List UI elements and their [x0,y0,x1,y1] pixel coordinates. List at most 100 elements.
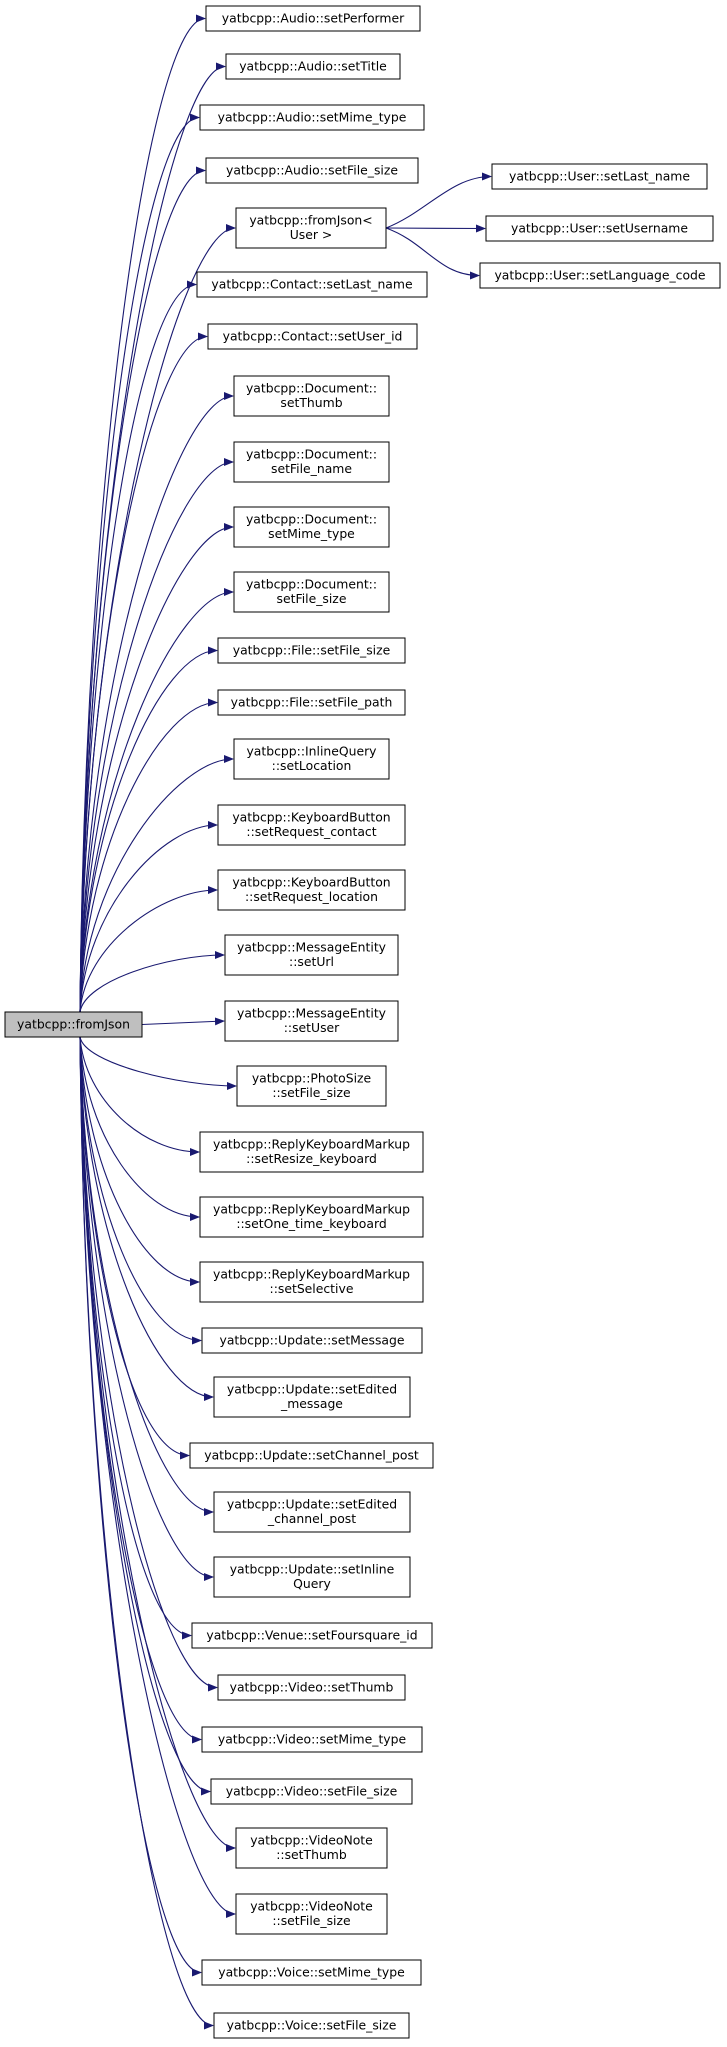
function-node-box [196,271,428,298]
function-node[interactable]: yatbcpp::Video::setMime_type [201,1726,423,1753]
node-label: ::setSelective [270,1281,354,1296]
function-node[interactable]: yatbcpp::Voice::setFile_size [213,2012,410,2039]
function-node[interactable]: yatbcpp::MessageEntity::setUser [224,1000,399,1042]
function-node[interactable]: yatbcpp::ReplyKeyboardMarkup::setResize_… [199,1131,424,1173]
call-edge [79,1036,214,1516]
function-node[interactable]: yatbcpp::KeyboardButton::setRequest_cont… [217,804,406,846]
function-node-box [201,1327,423,1354]
function-node[interactable]: yatbcpp::User::setUsername [485,215,714,242]
node-label: ::setUrl [289,954,334,969]
node-label: yatbcpp::fromJson [17,1016,130,1031]
root-node[interactable]: yatbcpp::fromJson [4,1011,143,1038]
node-label: yatbcpp::Audio::setFile_size [226,162,398,177]
function-node-box [217,1674,406,1701]
edges-layer [79,14,492,2030]
call-edge [79,166,206,1013]
function-node[interactable]: yatbcpp::Document::setMime_type [233,506,390,548]
function-node-box [235,207,387,249]
function-node[interactable]: yatbcpp::Contact::setUser_id [207,323,418,350]
node-label: yatbcpp::Audio::setTitle [239,58,387,73]
node-label: yatbcpp::Voice::setMime_type [218,1964,405,1979]
function-node-box [213,1556,411,1598]
call-edge [79,588,234,1013]
call-edge [79,1036,236,1852]
function-node-box [213,2012,410,2039]
function-node[interactable]: yatbcpp::VideoNote::setThumb [235,1827,388,1869]
node-label: ::setLocation [272,758,352,773]
node-label: yatbcpp::Update::setInline [230,1562,395,1577]
function-node[interactable]: yatbcpp::Video::setThumb [217,1674,406,1701]
call-edge [79,392,234,1013]
function-node-box [199,1261,424,1303]
node-label: yatbcpp::Video::setFile_size [226,1783,398,1798]
function-node[interactable]: yatbcpp::User::setLanguage_code [479,262,721,289]
function-node[interactable]: yatbcpp::Audio::setFile_size [205,157,419,184]
function-node[interactable]: yatbcpp::Update::setChannel_post [189,1442,434,1469]
node-label: yatbcpp::Video::setThumb [230,1679,394,1694]
function-node-box [491,163,708,190]
node-label: Query [293,1576,331,1591]
function-node-box [233,441,390,483]
node-label: yatbcpp::Audio::setPerformer [222,10,405,25]
function-node[interactable]: yatbcpp::Document::setFile_name [233,441,390,483]
function-node[interactable]: yatbcpp::Update::setEdited_message [213,1376,411,1418]
function-node[interactable]: yatbcpp::ReplyKeyboardMarkup::setSelecti… [199,1261,424,1303]
node-label: ::setUser [284,1020,340,1035]
call-edge [79,755,234,1013]
function-node[interactable]: yatbcpp::MessageEntity::setUrl [224,934,399,976]
node-label: yatbcpp::ReplyKeyboardMarkup [213,1202,410,1217]
call-edge [385,172,492,229]
function-node[interactable]: yatbcpp::File::setFile_path [217,689,406,716]
function-node-box [205,5,421,32]
function-node-box [189,1442,434,1469]
node-label: yatbcpp::VideoNote [250,1833,373,1848]
node-label: yatbcpp::VideoNote [250,1899,373,1914]
call-edge [79,1036,214,2030]
node-label: yatbcpp::Voice::setFile_size [227,2017,397,2032]
function-node[interactable]: yatbcpp::File::setFile_size [217,637,406,664]
function-node-box [217,804,406,846]
function-node[interactable]: yatbcpp::Update::setEdited_channel_post [213,1491,411,1533]
function-node[interactable]: yatbcpp::Audio::setPerformer [205,5,421,32]
function-node[interactable]: yatbcpp::Venue::setFoursquare_id [191,1622,433,1649]
function-node[interactable]: yatbcpp::Update::setMessage [201,1327,423,1354]
call-edge [79,951,225,1013]
node-label: ::setThumb [276,1847,347,1862]
function-node[interactable]: yatbcpp::Document::setThumb [233,375,390,417]
node-label: yatbcpp::Contact::setUser_id [223,328,403,343]
function-node[interactable]: yatbcpp::Audio::setMime_type [199,104,425,131]
call-edge [79,458,234,1013]
function-node[interactable]: yatbcpp::Voice::setMime_type [201,1959,422,1986]
function-node[interactable]: yatbcpp::Video::setFile_size [210,1778,413,1805]
function-node[interactable]: yatbcpp::fromJson<User > [235,207,387,249]
function-node[interactable]: yatbcpp::KeyboardButton::setRequest_loca… [217,869,406,911]
call-edge [79,14,206,1013]
node-label: yatbcpp::KeyboardButton [232,875,390,890]
function-node[interactable]: yatbcpp::InlineQuery::setLocation [233,738,390,780]
call-edge [141,1017,225,1026]
node-label: yatbcpp::User::setUsername [511,220,688,235]
node-label: yatbcpp::Document:: [246,577,377,592]
function-node-box [199,1131,424,1173]
function-node[interactable]: yatbcpp::Audio::setTitle [225,53,401,80]
function-node-box [235,1893,388,1935]
function-node[interactable]: yatbcpp::User::setLast_name [491,163,708,190]
function-node[interactable]: yatbcpp::Document::setFile_size [233,571,390,613]
function-node-box [191,1622,433,1649]
call-edge [79,1036,236,1918]
function-node[interactable]: yatbcpp::Contact::setLast_name [196,271,428,298]
node-label: yatbcpp::Update::setEdited [227,1497,397,1512]
function-node-box [213,1376,411,1418]
function-node-box [233,375,390,417]
node-label: yatbcpp::User::setLanguage_code [494,267,705,282]
node-label: yatbcpp::Document:: [246,447,377,462]
call-edge [79,646,218,1013]
function-node[interactable]: yatbcpp::VideoNote::setFile_size [235,1893,388,1935]
node-label: ::setFile_size [272,1913,350,1928]
function-node-box [210,1778,413,1805]
function-node[interactable]: yatbcpp::PhotoSize::setFile_size [236,1065,387,1107]
node-label: yatbcpp::Update::setChannel_post [204,1447,419,1462]
node-label: yatbcpp::Document:: [246,381,377,396]
function-node[interactable]: yatbcpp::ReplyKeyboardMarkup::setOne_tim… [199,1196,424,1238]
